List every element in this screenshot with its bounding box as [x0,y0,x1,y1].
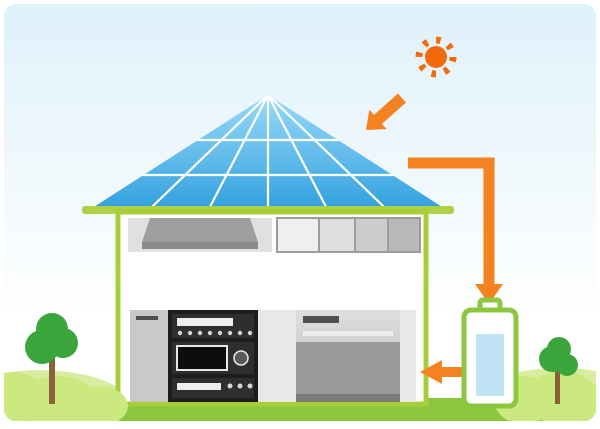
dishwasher [296,310,400,402]
window-pane-4 [388,218,420,252]
house [115,209,429,407]
microwave-dial [233,350,249,366]
window-pane-2 [319,218,355,252]
oven-stack [168,310,258,402]
tree-right-trunk [555,370,560,404]
bush-right-3 [568,384,596,421]
vent-hood-base [142,242,258,249]
fridge [130,310,168,402]
dishwasher-base [296,394,400,402]
supply-arrow-head [420,360,442,384]
drawer-display [177,383,221,390]
dishwasher-handle [303,316,339,323]
solar-panel-grid [86,95,450,212]
tree-left-trunk [49,356,55,404]
sun-rays [415,36,457,78]
charge-arrow-line [408,157,495,286]
drawer-knobs [227,383,253,389]
sunlight-arrow [366,93,406,130]
oven-buttons [177,330,253,336]
bush-left-3 [68,386,128,421]
supply-arrow-shaft [442,367,464,377]
second-floor [128,217,421,253]
dishwasher-slot [303,331,393,336]
window-pane-3 [355,218,388,252]
sun [415,36,457,78]
tree-left [25,313,78,404]
window-dividers [318,218,389,252]
window-frame [276,217,421,253]
charge-arrow-head [475,284,503,304]
window-pane-1 [277,218,319,252]
oven-display [177,318,233,326]
kitchen [130,310,416,402]
bushes [4,371,596,421]
storage-battery [461,297,519,409]
dishwasher-door [296,342,400,394]
battery-cell [476,334,504,396]
vent-hood [142,218,258,242]
microwave-window [176,345,228,371]
scene [4,4,596,421]
supply-arrow [420,360,464,384]
sun-core [425,46,447,68]
tree-right [539,337,578,404]
fridge-handle [136,316,158,320]
charge-arrow [408,157,503,304]
